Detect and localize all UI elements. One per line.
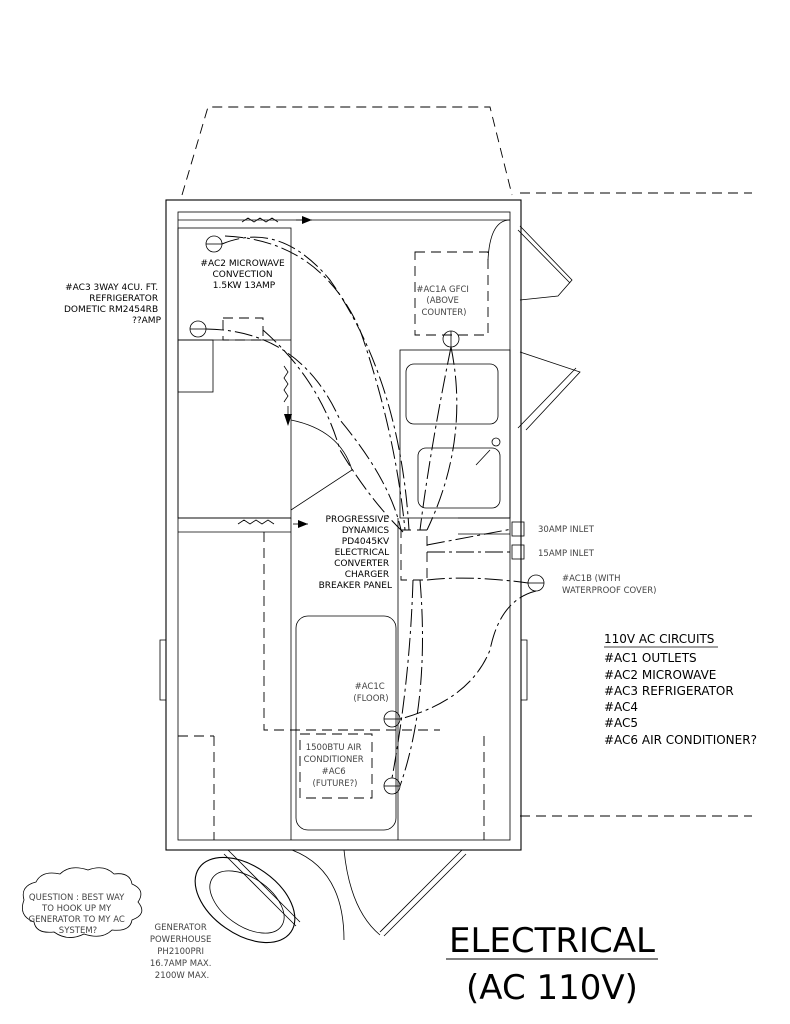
label-ac2: #AC2 MICROWAVE CONVECTION 1.5KW 13AMP <box>200 259 287 291</box>
label-ac1b: #AC1B (WITH WATERPROOF COVER) <box>562 574 656 596</box>
circuit-legend: 110V AC CIRCUITS #AC1 OUTLETS #AC2 MICRO… <box>604 632 757 747</box>
label-generator: GENERATOR POWERHOUSE PH2100PRI 16.7AMP M… <box>150 923 214 981</box>
label-question: QUESTION : BEST WAY TO HOOK UP MY GENERA… <box>28 893 127 936</box>
label-30amp-inlet: 30AMP INLET <box>538 525 595 535</box>
interior-partitions <box>177 216 511 840</box>
label-15amp-inlet: 15AMP INLET <box>538 549 595 559</box>
label-ac1a: #AC1A GFCI (ABOVE COUNTER) <box>416 285 471 318</box>
generator-unit <box>194 856 296 944</box>
wiring-runs <box>205 235 537 787</box>
side-doors <box>517 225 581 431</box>
rear-doors <box>223 849 467 941</box>
legend-item: #AC6 AIR CONDITIONER? <box>604 733 757 747</box>
roof-outline <box>181 106 752 817</box>
exterior-walls <box>159 199 528 851</box>
title-line2: (AC 110V) <box>466 968 638 1008</box>
question-cloud <box>21 867 143 938</box>
legend-item: #AC3 REFRIGERATOR <box>604 684 734 698</box>
legend-heading: 110V AC CIRCUITS <box>604 632 714 646</box>
label-ac1c: #AC1C (FLOOR) <box>353 682 388 704</box>
converter-panel <box>400 529 428 581</box>
label-air-conditioner: 1500BTU AIR CONDITIONER #AC6 (FUTURE?) <box>304 743 367 789</box>
outlet-symbols <box>189 235 545 799</box>
label-converter: PROGRESSIVE DYNAMICS PD4045KV ELECTRICAL… <box>319 515 392 591</box>
drawing-title: ELECTRICAL (AC 110V) <box>446 921 658 1008</box>
label-ac3: #AC3 3WAY 4CU. FT. REFRIGERATOR DOMETIC … <box>64 283 162 326</box>
legend-item: #AC4 <box>604 700 638 714</box>
legend-item: #AC5 <box>604 716 638 730</box>
legend-item: #AC2 MICROWAVE <box>604 668 716 682</box>
legend-item: #AC1 OUTLETS <box>604 651 697 665</box>
title-line1: ELECTRICAL <box>449 921 655 961</box>
